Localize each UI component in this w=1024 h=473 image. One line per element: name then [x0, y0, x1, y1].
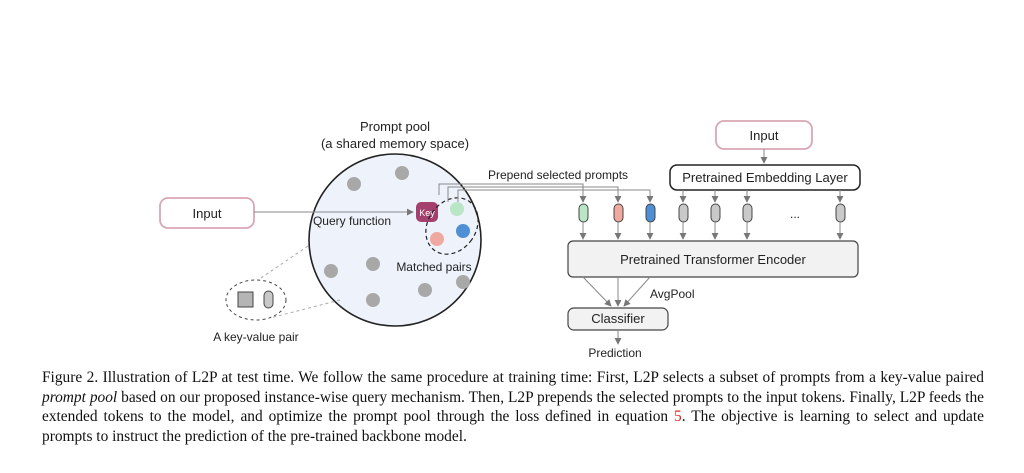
matched-pairs-label: Matched pairs	[396, 260, 471, 274]
token-row: ...	[578, 190, 846, 223]
classifier-label: Classifier	[591, 311, 645, 326]
pool-prompts	[324, 166, 470, 307]
query-function-label: Query function	[313, 214, 391, 228]
pool-prompt	[324, 264, 338, 278]
prepend-route-pink	[447, 186, 622, 203]
pool-prompt	[395, 166, 409, 180]
zoom-line-top	[254, 245, 309, 283]
pool-prompt	[366, 257, 380, 271]
caption-text-2: based on our proposed instance-wise quer…	[42, 388, 984, 426]
input-right-label: Input	[750, 128, 779, 143]
caption-text-1: Figure 2. Illustration of L2P at test ti…	[42, 369, 984, 386]
value-pill-icon	[263, 290, 274, 309]
pool-prompt	[347, 177, 361, 191]
caption-text-3: . The objective is learning to select an…	[42, 408, 984, 445]
input-token	[710, 203, 721, 223]
embedding-layer-label: Pretrained Embedding Layer	[682, 170, 848, 185]
pool-prompt	[418, 283, 432, 297]
embedding-layer-box	[669, 164, 861, 191]
key-box	[416, 202, 438, 222]
ellipsis: ...	[790, 207, 800, 221]
matched-prompt-pink	[430, 232, 444, 246]
prepend-route-green	[438, 183, 587, 203]
input-token	[742, 203, 753, 223]
transformer-encoder-label: Pretrained Transformer Encoder	[620, 252, 806, 267]
input-left-label: Input	[193, 206, 222, 221]
figure-caption: Figure 2. Illustration of L2P at test ti…	[42, 368, 984, 446]
prompt-token-pink	[613, 203, 624, 223]
token-encoder-arrows	[579, 222, 844, 240]
prompt-pool-circle	[308, 153, 482, 327]
prompt-pool-subtitle: (a shared memory space)	[321, 136, 469, 151]
avgpool-arrow	[623, 276, 651, 307]
caption-italic: prompt pool	[42, 388, 118, 406]
avgpool-label: AvgPool	[650, 287, 694, 301]
input-token	[678, 203, 689, 223]
key-square-icon	[237, 291, 254, 308]
key-label: Key	[419, 208, 435, 218]
prompt-token-blue	[645, 203, 656, 223]
pool-prompt	[456, 275, 470, 289]
matched-prompt-green	[450, 202, 464, 216]
input-left-box	[159, 197, 255, 229]
equation-reference-link[interactable]: 5	[674, 408, 682, 426]
prepend-route-blue	[457, 189, 654, 203]
prompt-pool-title: Prompt pool	[360, 119, 430, 134]
input-token	[835, 203, 846, 223]
matched-prompt-blue	[456, 224, 470, 238]
zoom-line-bottom	[269, 299, 341, 319]
key-value-ellipse	[225, 279, 287, 321]
l2p-figure: Prompt pool (a shared memory space) Inpu…	[159, 119, 861, 360]
key-value-pair-label: A key-value pair	[213, 330, 298, 344]
prediction-label: Prediction	[588, 346, 641, 360]
transformer-encoder-box	[567, 240, 859, 278]
avgpool-arrow	[582, 276, 612, 307]
prompt-token-green	[578, 203, 589, 223]
matched-pairs-ellipse	[425, 197, 479, 255]
pool-prompt	[366, 293, 380, 307]
prepend-label: Prepend selected prompts	[488, 168, 628, 182]
